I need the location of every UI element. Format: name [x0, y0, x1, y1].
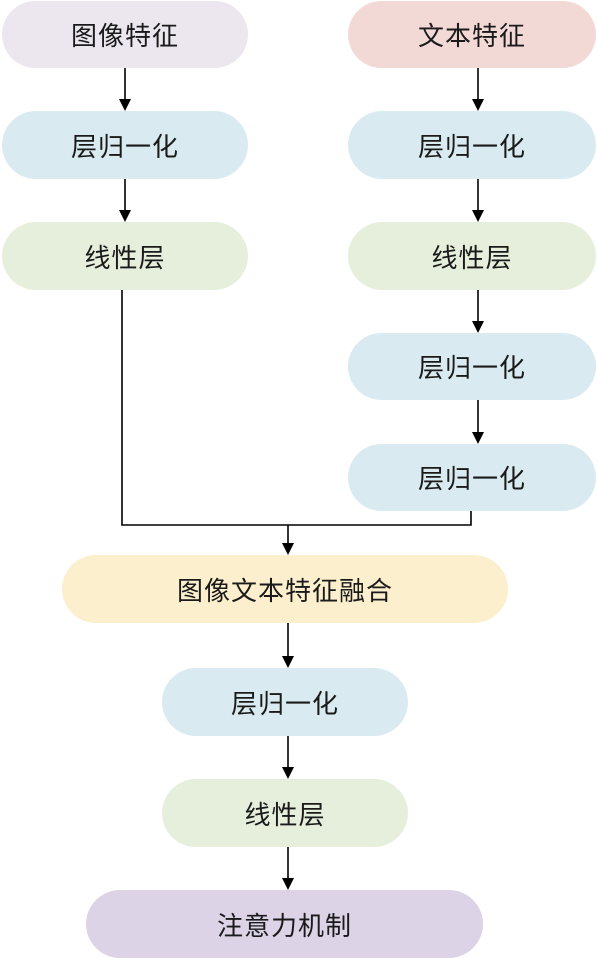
right-layer-norm-1-node: 层归一化: [348, 111, 596, 179]
fusion-node: 图像文本特征融合: [62, 555, 508, 623]
left-layer-norm-node: 层归一化: [2, 111, 248, 179]
attention-node: 注意力机制: [86, 890, 483, 958]
right-layer-norm-3-node: 层归一化: [348, 444, 596, 511]
right-linear-node: 线性层: [348, 222, 596, 290]
left-linear-node: 线性层: [2, 222, 248, 290]
text-feature-node: 文本特征: [348, 1, 596, 68]
bottom-linear-node: 线性层: [162, 779, 408, 847]
right-layer-norm-2-node: 层归一化: [348, 333, 596, 400]
image-feature-node: 图像特征: [2, 1, 248, 68]
merge-line-right: [288, 511, 472, 526]
bottom-layer-norm-node: 层归一化: [162, 668, 408, 736]
merge-line-left: [121, 290, 288, 526]
